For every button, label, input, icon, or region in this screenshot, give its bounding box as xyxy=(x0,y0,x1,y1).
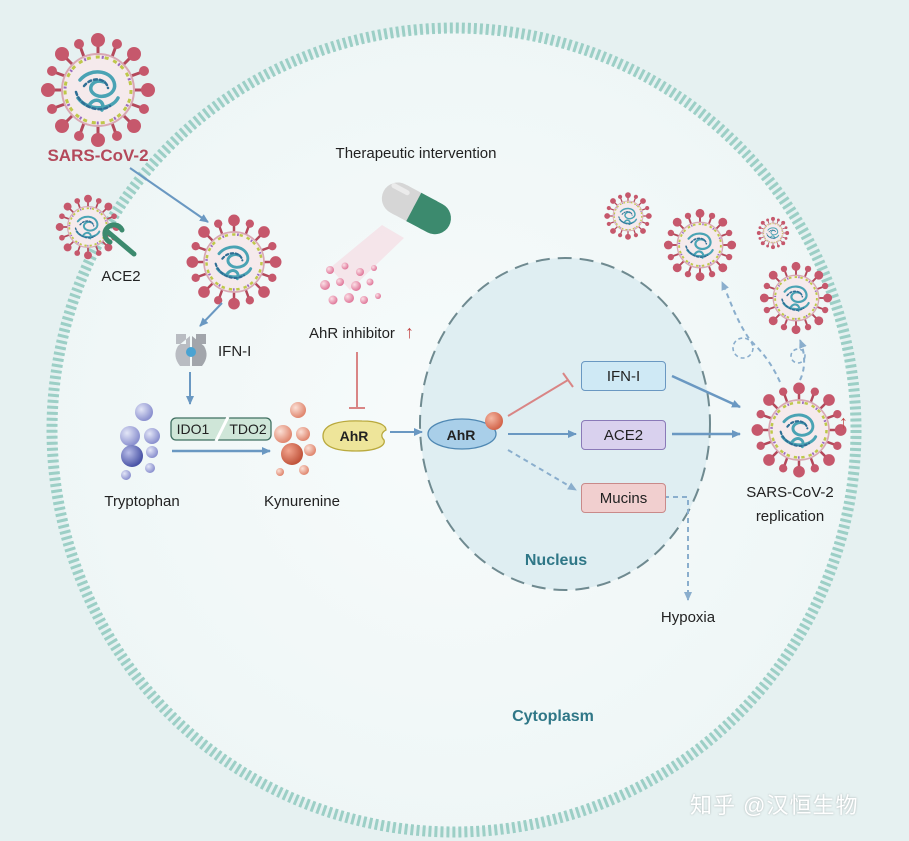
watermark: 知乎 @汉恒生物 xyxy=(690,793,859,818)
kynurenine-molecule-cluster-icon xyxy=(274,402,316,476)
ahr-nucleus-label: AhR xyxy=(446,427,476,443)
up-arrow-icon: ↑ xyxy=(839,412,848,432)
powder-spray xyxy=(330,225,404,290)
ifn-receptor-icon xyxy=(175,334,207,366)
virus-to-ifn-arrow xyxy=(199,302,223,327)
inhibitor-particles-icon xyxy=(320,262,381,305)
inhibition-bar-icon xyxy=(349,352,365,409)
hypoxia-label: Hypoxia xyxy=(660,609,716,626)
ahr-inhibitor-label: AhR inhibitor xyxy=(309,325,395,342)
ahr-to-ifn-inhibition xyxy=(507,372,574,417)
therapeutic-label: Therapeutic intervention xyxy=(335,145,497,162)
virus-icon xyxy=(185,213,283,311)
kynurenine-label: Kynurenine xyxy=(264,493,340,510)
entry-arrow xyxy=(129,167,209,223)
ahr-cytoplasm-shape xyxy=(322,420,387,452)
replication-label-line1: SARS-CoV-2 xyxy=(746,484,834,501)
gene-mucins-box: Mucins xyxy=(581,483,666,513)
virus-icon xyxy=(39,31,157,149)
ahr-nucleus-shape xyxy=(427,412,503,450)
virus-release-paths xyxy=(721,281,807,383)
ifn-receptor-label: IFN-I xyxy=(218,343,252,360)
virus-icon xyxy=(662,207,738,283)
capsule-icon xyxy=(381,182,451,235)
ahr-cytoplasm-label: AhR xyxy=(339,428,369,444)
ifn-to-replication-arrow xyxy=(671,374,741,409)
tryptophan-label: Tryptophan xyxy=(104,493,180,510)
gene-ace2-box: ACE2 xyxy=(581,420,666,450)
tryptophan-molecule-cluster-icon xyxy=(120,403,160,480)
up-arrow-icon: ↑ xyxy=(405,322,414,342)
ace2-receptor-label: ACE2 xyxy=(101,268,141,285)
sars-cov2-title: SARS-CoV-2 xyxy=(47,146,149,165)
replication-label-line2: replication xyxy=(755,508,825,525)
ido-tdo-divider xyxy=(214,416,230,442)
gene-ifn-box: IFN-I xyxy=(581,361,666,391)
virus-icon xyxy=(756,216,790,250)
ido1-label: IDO1 xyxy=(176,421,210,437)
virus-icon xyxy=(758,260,834,336)
cytoplasm-label: Cytoplasm xyxy=(512,708,594,725)
ahr-to-mucins-arrow xyxy=(507,449,577,491)
ace2-receptor-icon xyxy=(102,222,137,257)
cell-membrane xyxy=(46,22,862,838)
nucleus-label: Nucleus xyxy=(524,552,588,569)
tdo2-label: TDO2 xyxy=(229,421,267,437)
mucins-to-hypoxia-arrow xyxy=(664,496,692,601)
virus-icon xyxy=(750,381,848,479)
virus-icon xyxy=(603,191,653,241)
